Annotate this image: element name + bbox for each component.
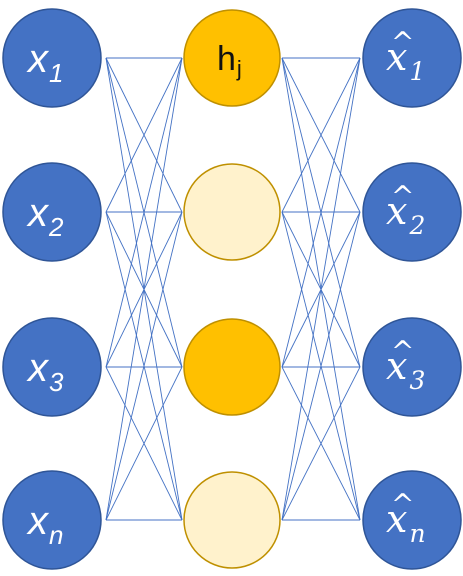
- input-label-subscript: n: [49, 520, 63, 550]
- hidden-label-subscript: j: [236, 56, 242, 81]
- edge-input-4-hidden-2: [105, 211, 183, 521]
- edge-hidden-4-output-3: [281, 366, 361, 521]
- edge-hidden-4-output-2: [281, 211, 361, 521]
- input-node-4: [2, 470, 102, 570]
- edge-input-4-hidden-1: [105, 57, 183, 521]
- edge-hidden-4-output-1: [281, 57, 361, 521]
- output-label-subscript: 3: [409, 366, 425, 395]
- output-hat-4: ^: [391, 488, 414, 521]
- input-node-1: [2, 8, 102, 108]
- hidden-label-base: h: [217, 40, 236, 78]
- input-label-base: x: [26, 499, 50, 543]
- output-label-base: x: [386, 344, 407, 388]
- output-label-3: x3: [386, 344, 425, 395]
- output-label-base: x: [386, 497, 407, 541]
- output-node-2: [362, 162, 462, 262]
- output-hat-3: ^: [391, 335, 414, 368]
- edge-hidden-3-output-1: [281, 57, 361, 368]
- output-label-1: x1: [386, 35, 425, 86]
- output-label-4: xn: [386, 497, 426, 548]
- edge-input-2-hidden-1: [105, 57, 183, 213]
- edge-input-4-hidden-3: [105, 366, 183, 521]
- output-label-subscript: 1: [409, 57, 425, 86]
- output-node-4: [362, 470, 462, 570]
- edge-input-3-hidden-1: [105, 57, 183, 368]
- input-node-2: [2, 162, 102, 262]
- output-label-subscript: n: [409, 519, 425, 548]
- hidden-label-1: hj: [217, 40, 242, 81]
- hidden-node-1: [183, 9, 281, 107]
- output-hat-2: ^: [391, 180, 414, 213]
- input-node-3: [2, 317, 102, 417]
- input-label-base: x: [26, 37, 50, 81]
- output-label-base: x: [386, 35, 407, 79]
- hidden-node-4: [183, 471, 281, 569]
- input-label-subscript: 3: [49, 367, 64, 397]
- input-label-2: x2: [26, 191, 64, 242]
- edge-layer: [105, 57, 361, 521]
- input-label-1: x1: [26, 37, 63, 88]
- edge-hidden-2-output-1: [281, 57, 361, 213]
- output-label-2: x2: [386, 189, 425, 240]
- input-label-subscript: 1: [49, 58, 63, 88]
- input-label-3: x3: [26, 346, 64, 397]
- hidden-node-2: [183, 163, 281, 261]
- input-label-subscript: 2: [48, 212, 64, 242]
- output-label-subscript: 2: [408, 211, 425, 240]
- output-hat-1: ^: [391, 26, 414, 59]
- input-label-base: x: [26, 346, 50, 390]
- output-node-3: [362, 317, 462, 417]
- output-node-1: [362, 8, 462, 108]
- input-label-base: x: [26, 191, 50, 235]
- input-label-4: xn: [26, 499, 63, 550]
- output-label-base: x: [386, 189, 407, 233]
- hidden-node-3: [183, 318, 281, 416]
